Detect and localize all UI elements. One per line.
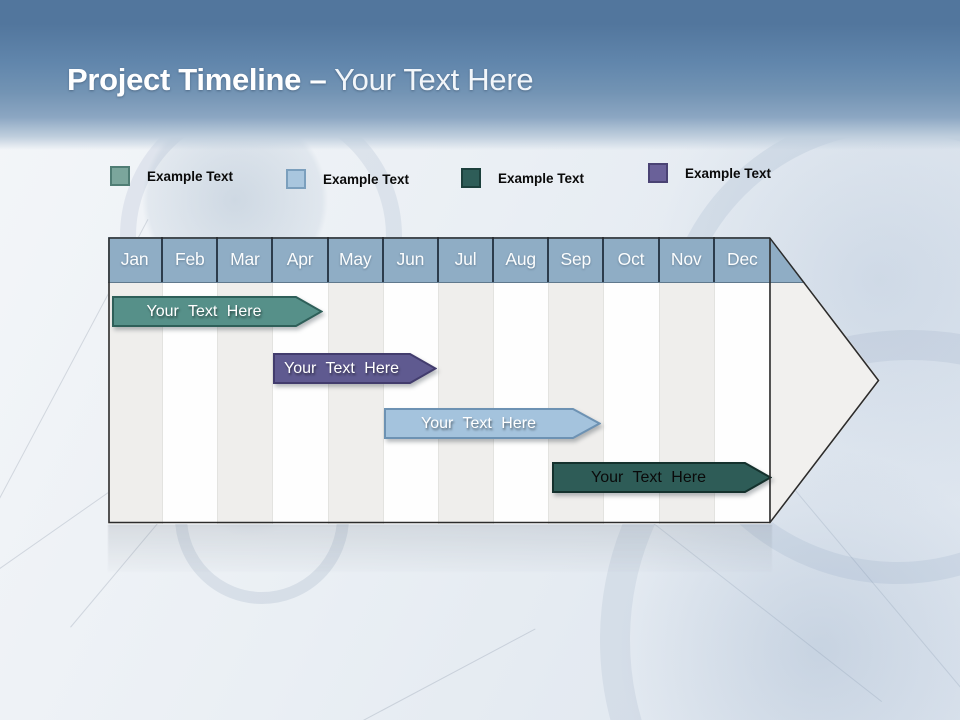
month-cell: Jun (384, 237, 439, 282)
task-bar-3[interactable]: Your Text Here (384, 408, 601, 439)
month-cell: Jan (108, 237, 164, 282)
drawing-line-art (305, 628, 536, 720)
task-bar-4[interactable]: Your Text Here (552, 462, 772, 493)
legend-label: Example Text (147, 168, 234, 184)
month-cell: Nov (660, 237, 715, 282)
column-stripe (328, 283, 384, 524)
column-stripe (383, 283, 439, 524)
legend-label: Example Text (498, 170, 585, 186)
month-header-row: Jan Feb Mar Apr May Jun Jul Aug Sep Oct … (108, 237, 880, 283)
title-bold-text: Project Timeline (67, 62, 302, 97)
title-dash: – (309, 62, 327, 97)
legend-swatch (286, 169, 306, 189)
column-stripe (494, 283, 550, 524)
month-cell: Sep (549, 237, 605, 282)
page-title[interactable]: Project Timeline – Your Text Here (67, 62, 534, 98)
task-bar-1[interactable]: Your Text Here (112, 296, 323, 327)
month-cell: Oct (604, 237, 660, 282)
title-band: Project Timeline – Your Text Here (0, 0, 960, 150)
title-placeholder-text: Your Text Here (334, 62, 534, 97)
month-cell: May (329, 237, 384, 282)
task-bar-2[interactable]: Your Text Here (273, 353, 437, 384)
legend-label: Example Text (685, 165, 772, 181)
legend-swatch (648, 163, 668, 183)
legend-item[interactable]: Example Text (286, 169, 409, 189)
legend-item[interactable]: Example Text (110, 166, 233, 186)
task-bar-label: Your Text Here (284, 359, 399, 377)
month-cell: Mar (218, 237, 274, 282)
legend-swatch (110, 166, 130, 186)
legend-item[interactable]: Example Text (461, 168, 584, 188)
task-bar-label: Your Text Here (421, 414, 536, 432)
month-cell: Feb (163, 237, 219, 282)
legend-swatch (461, 168, 481, 188)
task-bar-label: Your Text Here (146, 302, 262, 320)
legend-label: Example Text (323, 171, 410, 187)
column-stripe (438, 283, 495, 524)
timeline-arrow[interactable]: Jan Feb Mar Apr May Jun Jul Aug Sep Oct … (108, 237, 880, 524)
month-cell: Jul (439, 237, 495, 282)
month-cell: Apr (273, 237, 329, 282)
month-cell: Dec (727, 249, 758, 269)
month-cell: Aug (494, 237, 550, 282)
task-bar-label: Your Text Here (591, 468, 706, 486)
legend-item[interactable]: Example Text (648, 163, 771, 183)
